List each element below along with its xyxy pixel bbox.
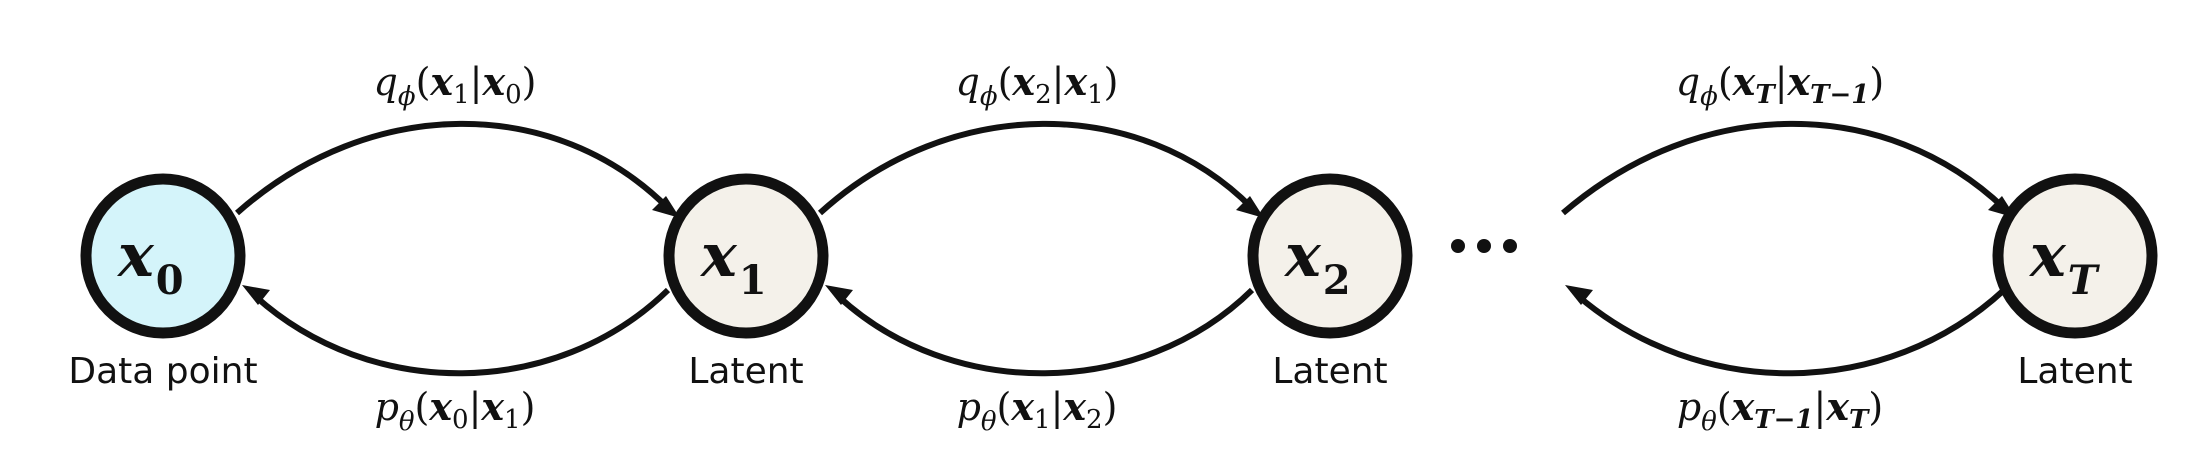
forward-arrowhead-x2 [1236,196,1264,218]
node-x1-caption: Latent [688,351,803,392]
ellipsis-dot-2 [1477,239,1491,253]
node-x1-subscript: 1 [739,257,767,304]
node-xT-variable: xT [2028,221,2101,304]
node-xT-circle [1992,173,2158,339]
reverse-arc-x2-x1 [835,287,1255,377]
forward-arc-x0-x1 [235,120,671,216]
ellipsis-dot-1 [1451,239,1465,253]
reverse-label-p-xT-1-xT: pθ(xT−1|xT) [1677,384,1883,437]
forward-label-q-x2-x1: qϕ(x2|x1) [956,59,1119,112]
forward-arrowhead-x1 [652,196,680,218]
node-x1: x1 Latent [663,173,829,392]
forward-arc-dots-xT [1561,120,2007,216]
node-x0-variable: x0 [116,221,184,304]
ellipsis-dot-3 [1503,239,1517,253]
reverse-arrowhead-x1 [825,285,853,305]
reverse-arc-x1-x0 [252,287,671,377]
node-x1-variable: x1 [699,221,767,304]
reverse-arrowhead-x0 [242,285,270,305]
reverse-label-p-x1-x2: pθ(x1|x2) [957,384,1118,437]
node-x0-subscript: 0 [156,257,184,304]
node-x1-circle [663,173,829,339]
node-x0-circle [80,173,246,339]
node-xT-caption: Latent [2017,351,2132,392]
chain-ellipsis: … [1451,239,1517,253]
node-x2-subscript: 2 [1323,257,1351,304]
reverse-arrowhead-dots [1565,285,1593,305]
node-x2: x2 Latent [1247,173,1413,392]
reverse-label-p-x0-x1: pθ(x0|x1) [375,384,536,437]
node-x2-circle [1247,173,1413,339]
forward-label-q-xT-xT-1: qϕ(xT|xT−1) [1676,59,1884,112]
forward-arc-x1-x2 [817,120,1255,216]
reverse-arc-xT-dots [1576,287,2007,377]
forward-label-q-x1-x0: qϕ(x1|x0) [374,59,537,112]
node-x2-variable: x2 [1283,221,1351,304]
node-xT: xT Latent [1992,173,2158,392]
node-x0: x0 Data point [68,173,258,392]
node-x0-caption: Data point [68,351,257,392]
node-xT-subscript: T [2068,257,2101,304]
node-x2-caption: Latent [1272,351,1387,392]
